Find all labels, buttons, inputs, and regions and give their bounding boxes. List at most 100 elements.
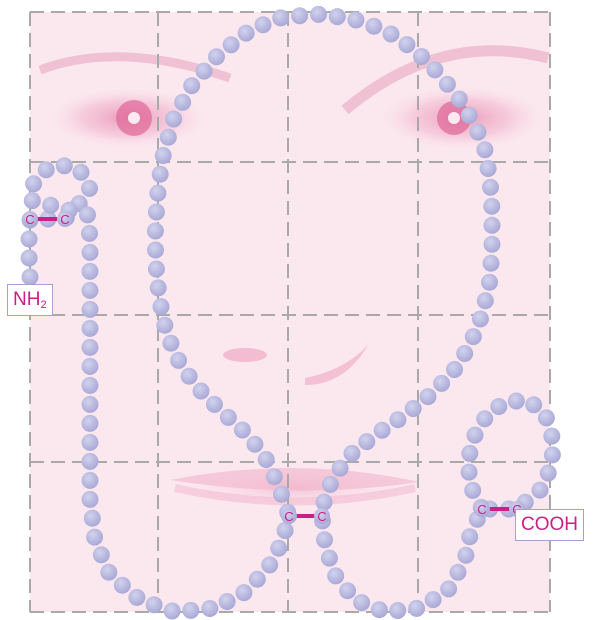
chain-bead [81, 225, 98, 242]
chain-bead [484, 217, 501, 234]
chain-bead [477, 292, 494, 309]
chain-bead [538, 409, 555, 426]
chain-bead [255, 16, 272, 33]
chain-bead [82, 453, 99, 470]
chain-bead [82, 282, 99, 299]
chain-bead [540, 465, 557, 482]
carboxyl-group-label: COOH [515, 509, 584, 541]
mouth [170, 466, 420, 510]
chain-bead [272, 9, 289, 26]
chain-bead [196, 63, 213, 80]
chain-bead [456, 345, 473, 362]
chain-bead [389, 411, 406, 428]
amino-label-main: NH [13, 289, 40, 310]
chain-bead [398, 36, 415, 53]
chain-bead [483, 255, 500, 272]
chain-bead [490, 398, 507, 415]
chain-bead [472, 311, 489, 328]
chain-bead [461, 445, 478, 462]
chain-bead [476, 410, 493, 427]
chain-bead [408, 600, 425, 617]
chain-bead [149, 185, 166, 202]
chain-bead [543, 428, 560, 445]
chain-bead [332, 460, 349, 477]
chain-bead [42, 197, 59, 214]
chain-bead [246, 436, 263, 453]
chain-bead [182, 602, 199, 619]
chain-bead [128, 589, 145, 606]
chain-bead [193, 383, 210, 400]
chain-bead [82, 263, 99, 280]
chain-bead [481, 274, 498, 291]
chain-bead [93, 546, 110, 563]
chain-bead [344, 445, 361, 462]
chain-bead [114, 577, 131, 594]
chain-bead [208, 48, 225, 65]
chain-bead [38, 161, 55, 178]
chain-bead [174, 94, 191, 111]
chain-bead [235, 584, 252, 601]
chain-bead [82, 358, 99, 375]
chain-bead [81, 180, 98, 197]
chain-bead [82, 244, 99, 261]
chain-bead [152, 166, 169, 183]
chain-bead [476, 141, 493, 158]
chain-bead [358, 433, 375, 450]
carboxyl-label-text: COOH [521, 514, 578, 535]
chain-bead [79, 206, 96, 223]
chain-bead [82, 491, 99, 508]
chain-bead [82, 301, 99, 318]
chain-bead [84, 510, 101, 527]
chain-bead [82, 396, 99, 413]
chain-bead [148, 261, 165, 278]
chain-bead [482, 179, 499, 196]
chain-bead [440, 580, 457, 597]
chain-bead [25, 175, 42, 192]
chain-bead [420, 388, 437, 405]
chain-bead [261, 556, 278, 573]
chain-bead [461, 107, 478, 124]
chain-bead [461, 464, 478, 481]
chain-bead [310, 6, 327, 23]
chain-bead [469, 124, 486, 141]
chain-bead [339, 582, 356, 599]
chain-bead [162, 335, 179, 352]
chain-bead [433, 375, 450, 392]
chain-bead [277, 522, 294, 539]
chain-bead [413, 48, 430, 65]
chain-bead [146, 596, 163, 613]
chain-bead [353, 594, 370, 611]
chain-bead [389, 602, 406, 619]
chain-bead [82, 472, 99, 489]
chain-bead [480, 160, 497, 177]
chain-bead [155, 147, 172, 164]
chain-bead [147, 242, 164, 259]
chain-bead [56, 157, 73, 174]
carbon-label: C [60, 212, 69, 227]
chain-bead [22, 269, 39, 286]
chain-bead [147, 223, 164, 240]
chain-bead [327, 567, 344, 584]
chain-bead [148, 204, 165, 221]
chain-bead [164, 603, 181, 620]
chain-bead [165, 111, 182, 128]
amino-group-label: NH2 [7, 284, 53, 316]
chain-bead [150, 279, 167, 296]
chain-bead [234, 422, 251, 439]
chain-bead [270, 540, 287, 557]
chain-bead [220, 409, 237, 426]
chain-bead [383, 26, 400, 43]
chain-bead [484, 236, 501, 253]
carbon-label: C [25, 212, 34, 227]
carbon-label: C [317, 509, 326, 524]
chain-bead [223, 36, 240, 53]
chain-bead [439, 76, 456, 93]
chain-bead [82, 339, 99, 356]
chain-bead [86, 529, 103, 546]
chain-bead [525, 396, 542, 413]
chain-bead [321, 550, 338, 567]
chain-bead [374, 422, 391, 439]
chain-bead [365, 18, 382, 35]
chain-bead [249, 571, 266, 588]
chain-bead [347, 12, 364, 29]
